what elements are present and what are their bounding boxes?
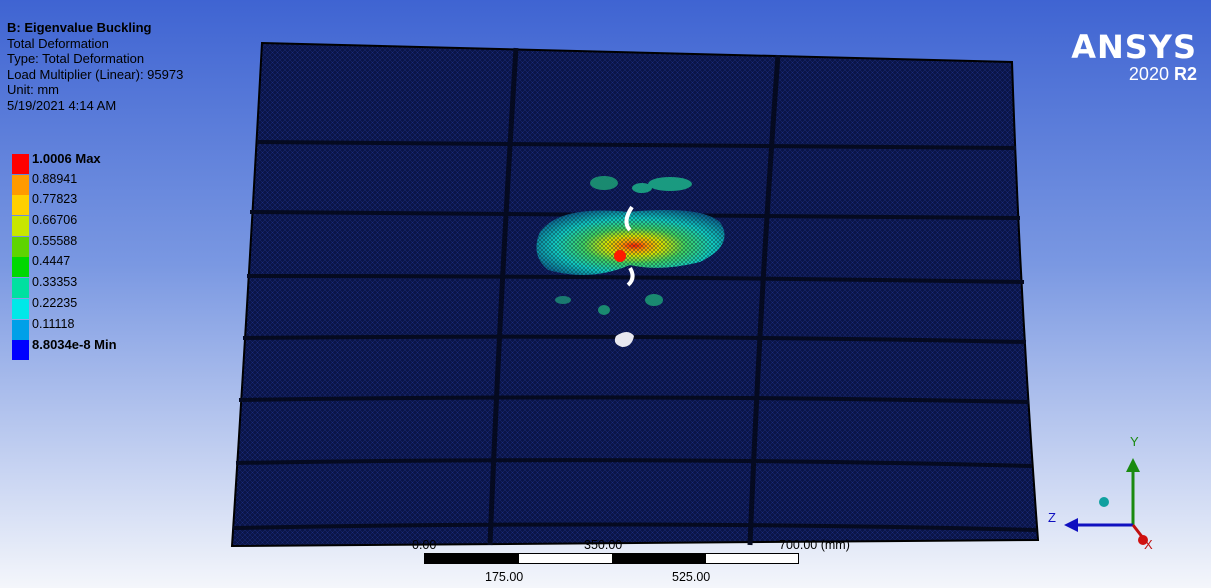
legend-label: 8.8034e-8 Min xyxy=(32,337,117,353)
legend-label: 0.55588 xyxy=(32,233,78,248)
legend-label: 0.33353 xyxy=(32,275,78,290)
brand-name: ANSYS xyxy=(1071,28,1197,66)
load-multiplier: Load Multiplier (Linear): 95973 xyxy=(7,66,184,82)
stiffener-h3 xyxy=(246,274,1025,284)
legend-swatch xyxy=(12,319,29,340)
stiffener-h5 xyxy=(238,395,1030,404)
scale-label-525: 525.00 xyxy=(672,570,711,584)
stiffener-h6 xyxy=(235,458,1033,468)
legend-swatch xyxy=(12,340,29,361)
legend-label: 1.0006 Max xyxy=(32,151,101,166)
x-axis-dot xyxy=(1138,535,1148,545)
stiffener-v2 xyxy=(747,54,781,546)
legend-label: 0.11118 xyxy=(32,316,75,331)
analysis-title: B: Eigenvalue Buckling xyxy=(7,20,152,35)
scale-label-175: 175.00 xyxy=(485,570,524,584)
timestamp: 5/19/2021 4:14 AM xyxy=(7,97,117,113)
scale-label-0: 0.00 xyxy=(412,538,437,552)
brand-release: R2 xyxy=(1173,64,1197,84)
result-info-block: B: Eigenvalue Buckling Total Deformation… xyxy=(7,20,183,113)
legend-swatch xyxy=(12,278,29,299)
scale-label-350: 350.00 xyxy=(584,538,623,552)
legend-swatch xyxy=(12,298,29,319)
legend-label: 0.4447 xyxy=(32,254,71,269)
buckling-hotspot xyxy=(536,176,725,347)
stiffener-h1 xyxy=(256,140,1017,150)
legend-label: 0.77823 xyxy=(32,192,78,207)
scale-label-700: 700.00 (mm) xyxy=(779,538,850,552)
y-axis-arrow xyxy=(1126,458,1140,472)
legend-label: 0.66706 xyxy=(32,213,78,228)
stiffener-v1 xyxy=(487,47,519,546)
panel-surface xyxy=(230,41,1040,548)
legend-swatch xyxy=(12,154,29,174)
unit: Unit: mm xyxy=(7,82,59,97)
ansys-logo: ANSYS 2020 R2 xyxy=(1071,30,1197,84)
brand-version: 2020 xyxy=(1128,64,1169,84)
legend-label: 0.88941 xyxy=(32,171,78,186)
axis-label-z: Z xyxy=(1048,510,1056,525)
axis-label-y: Y xyxy=(1130,434,1139,449)
result-name: Total Deformation xyxy=(7,35,109,51)
legend-swatch xyxy=(12,216,29,237)
z-axis-arrow xyxy=(1064,518,1078,532)
stiffener-h4 xyxy=(242,334,1027,344)
scale-bar xyxy=(424,553,799,564)
legend-swatch xyxy=(12,236,29,257)
iso-view-ball xyxy=(1099,497,1109,507)
axis-label-x: X xyxy=(1144,537,1153,552)
legend-swatch xyxy=(12,174,29,195)
stiffener-h7 xyxy=(232,522,1037,532)
coordinate-triad[interactable]: Y Z X xyxy=(1040,430,1160,580)
legend-label: 0.22235 xyxy=(32,295,78,310)
legend-swatch xyxy=(12,195,29,216)
legend-swatch xyxy=(12,257,29,278)
result-type: Type: Total Deformation xyxy=(7,51,145,66)
